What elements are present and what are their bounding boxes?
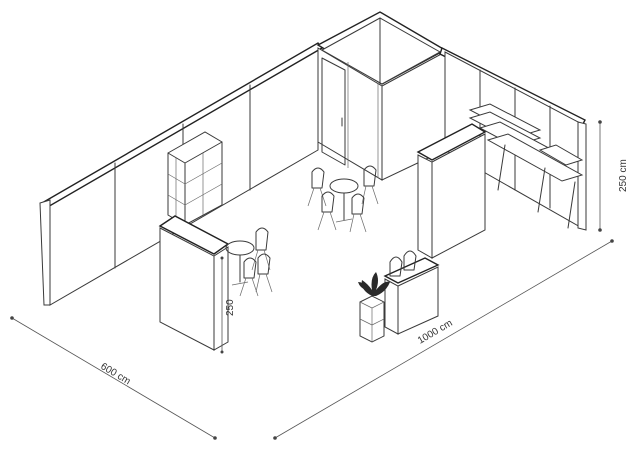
- back-corner-module: [316, 11, 447, 181]
- reception-counter: [383, 250, 440, 335]
- dimension-250-front-label: 250: [225, 299, 236, 316]
- plant-icon: [358, 272, 390, 296]
- cube-shelf-unit: [167, 131, 223, 226]
- dimension-250-right-label: 250 cm: [618, 159, 629, 192]
- center-table-group: [307, 165, 379, 233]
- front-left-panel: [158, 215, 230, 351]
- dimension-600-label: 600 cm: [98, 361, 132, 387]
- center-right-panel: [416, 123, 487, 259]
- dimension-250-front: 250: [220, 256, 236, 354]
- dimension-1000: 1000 cm: [273, 239, 614, 440]
- dimension-250-right: 250 cm: [598, 120, 629, 232]
- plant-stand: [359, 295, 385, 343]
- left-table-group: [225, 227, 273, 297]
- wall-shelves: [468, 103, 584, 229]
